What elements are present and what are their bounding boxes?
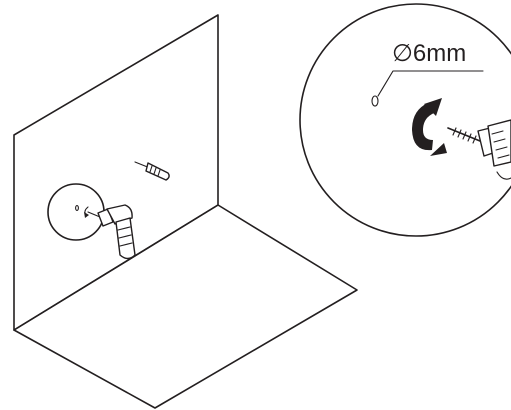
drill-bit-icon: [447, 127, 481, 144]
room-corner: [13, 14, 358, 409]
wall-anchor-icon: [134, 161, 170, 181]
hole-diameter-label: ∅6mm: [392, 40, 466, 67]
back-wall: [13, 14, 219, 331]
drill-icon: [87, 204, 136, 260]
rotation-arrow-icon: [412, 98, 447, 156]
magnified-callout: ∅6mm: [299, 3, 511, 237]
floor: [13, 204, 358, 409]
drill-chuck: [477, 119, 511, 180]
drill-point-inset: [47, 183, 105, 241]
hole-marker: [371, 95, 379, 107]
dimension-leader: [377, 70, 484, 97]
